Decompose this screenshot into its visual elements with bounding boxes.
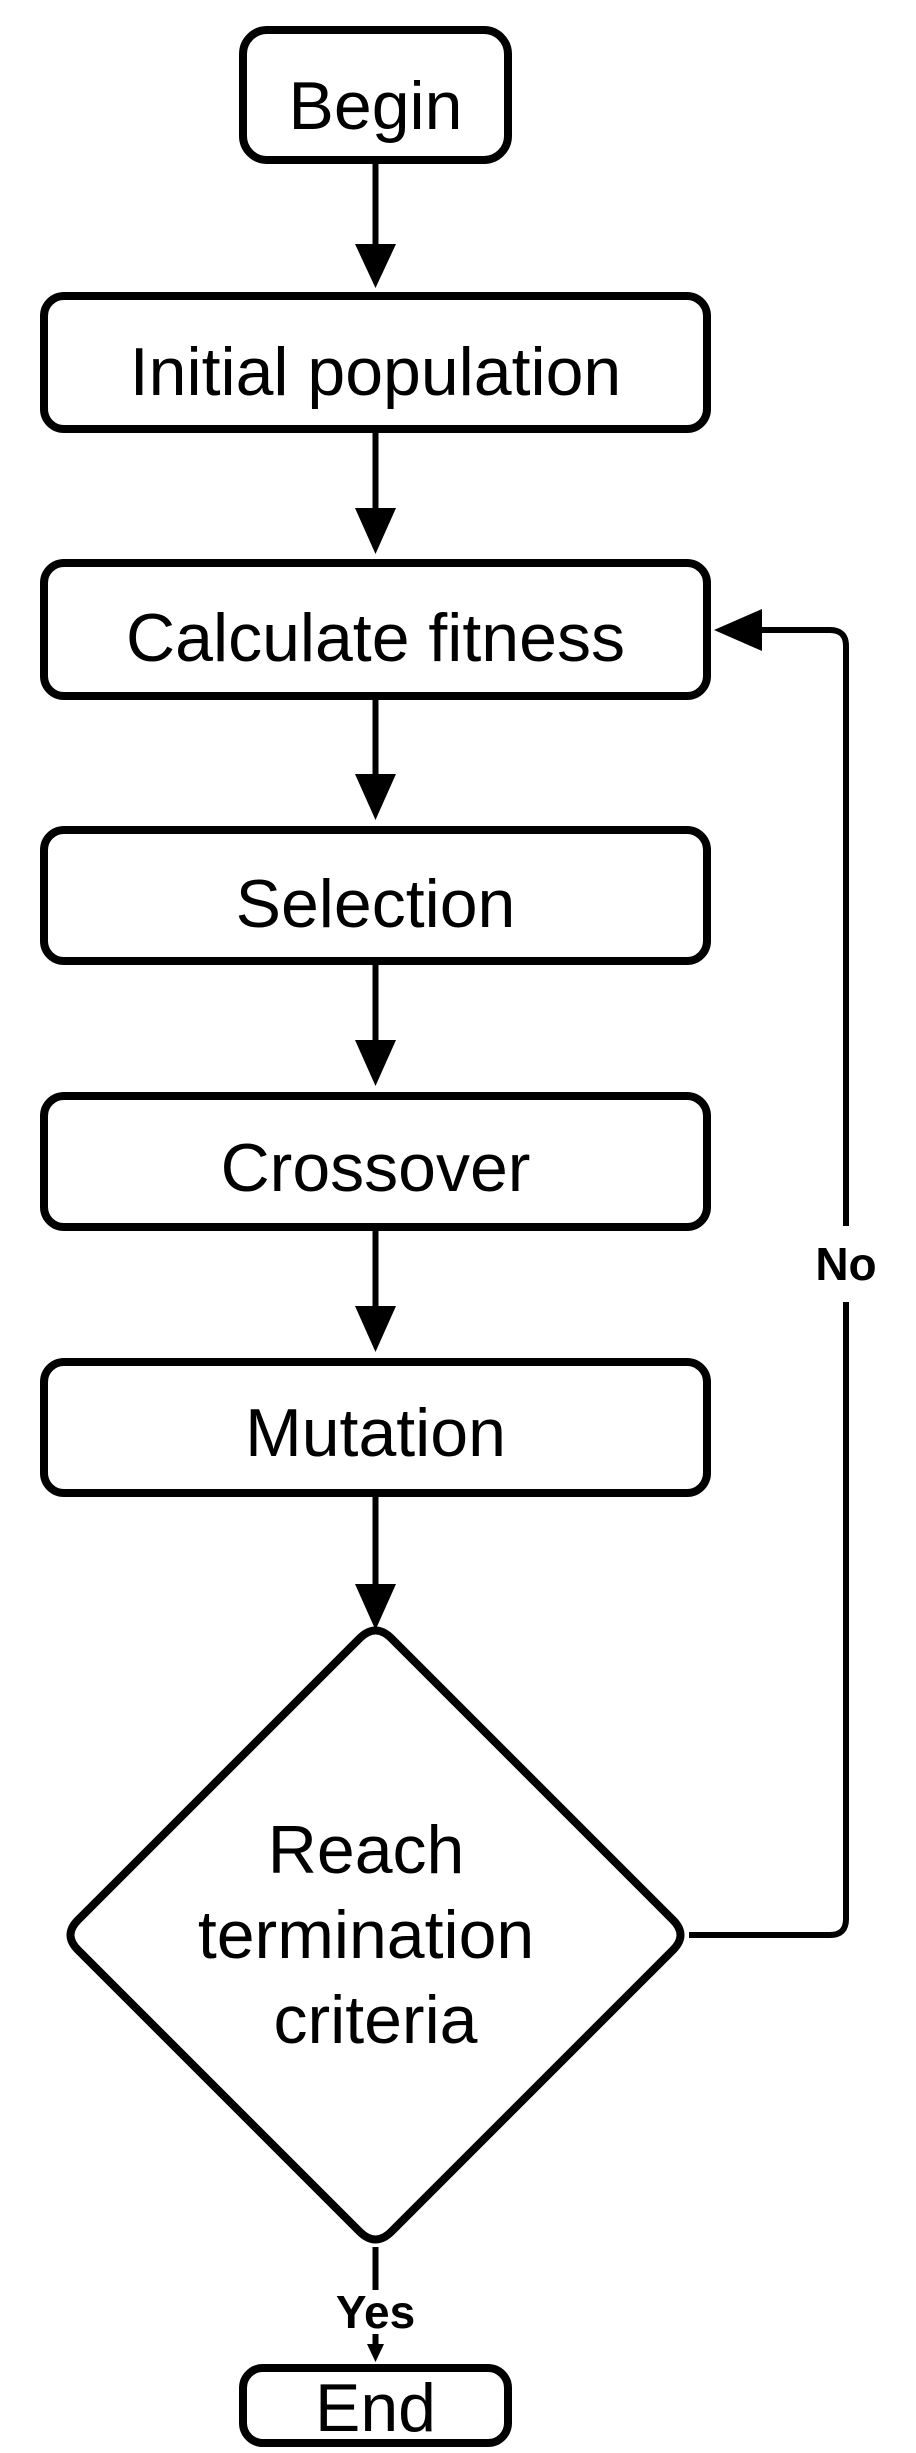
node-initial-population: Initial population bbox=[40, 292, 711, 433]
edge-begin-to-initial-population bbox=[355, 164, 396, 288]
edge-label-no: No bbox=[815, 1238, 876, 1290]
arrowhead-icon bbox=[367, 2344, 384, 2362]
arrowhead-icon bbox=[355, 774, 396, 820]
node-decision-termination: Reach termination criteria bbox=[66, 1626, 685, 2244]
edge-label-yes: Yes bbox=[336, 2286, 415, 2338]
edge-selection-to-crossover bbox=[355, 965, 396, 1086]
arrowhead-icon bbox=[714, 609, 762, 651]
node-end: End bbox=[239, 2364, 512, 2447]
node-begin-label: Begin bbox=[289, 68, 463, 144]
node-end-label: End bbox=[315, 2370, 436, 2446]
decision-line-3: criteria bbox=[273, 1982, 477, 2058]
node-selection-label: Selection bbox=[236, 866, 516, 942]
node-decision-label: Reach termination criteria bbox=[198, 1812, 553, 2058]
arrowhead-icon bbox=[355, 244, 396, 288]
edge-initial-population-to-calculate-fitness bbox=[355, 433, 396, 554]
node-begin: Begin bbox=[239, 26, 512, 164]
arrowhead-icon bbox=[355, 508, 396, 554]
node-calculate-fitness: Calculate fitness bbox=[40, 559, 711, 700]
decision-line-2: termination bbox=[198, 1897, 534, 1973]
arrowhead-icon bbox=[355, 1040, 396, 1086]
node-crossover: Crossover bbox=[40, 1092, 711, 1231]
node-mutation: Mutation bbox=[40, 1358, 711, 1497]
node-mutation-label: Mutation bbox=[245, 1395, 506, 1471]
node-selection: Selection bbox=[40, 826, 711, 965]
edge-yes-to-end: Yes bbox=[336, 2247, 415, 2362]
node-calculate-fitness-label: Calculate fitness bbox=[126, 600, 625, 676]
edge-mutation-to-decision bbox=[355, 1497, 396, 1630]
arrowhead-icon bbox=[355, 1306, 396, 1352]
edge-crossover-to-mutation bbox=[355, 1231, 396, 1352]
edge-no-loop-to-calculate-fitness: No bbox=[689, 609, 890, 1938]
decision-line-1: Reach bbox=[268, 1812, 465, 1888]
node-crossover-label: Crossover bbox=[221, 1130, 531, 1206]
node-initial-population-label: Initial population bbox=[130, 334, 621, 410]
edge-calculate-fitness-to-selection bbox=[355, 700, 396, 820]
arrowhead-icon bbox=[355, 1584, 396, 1630]
